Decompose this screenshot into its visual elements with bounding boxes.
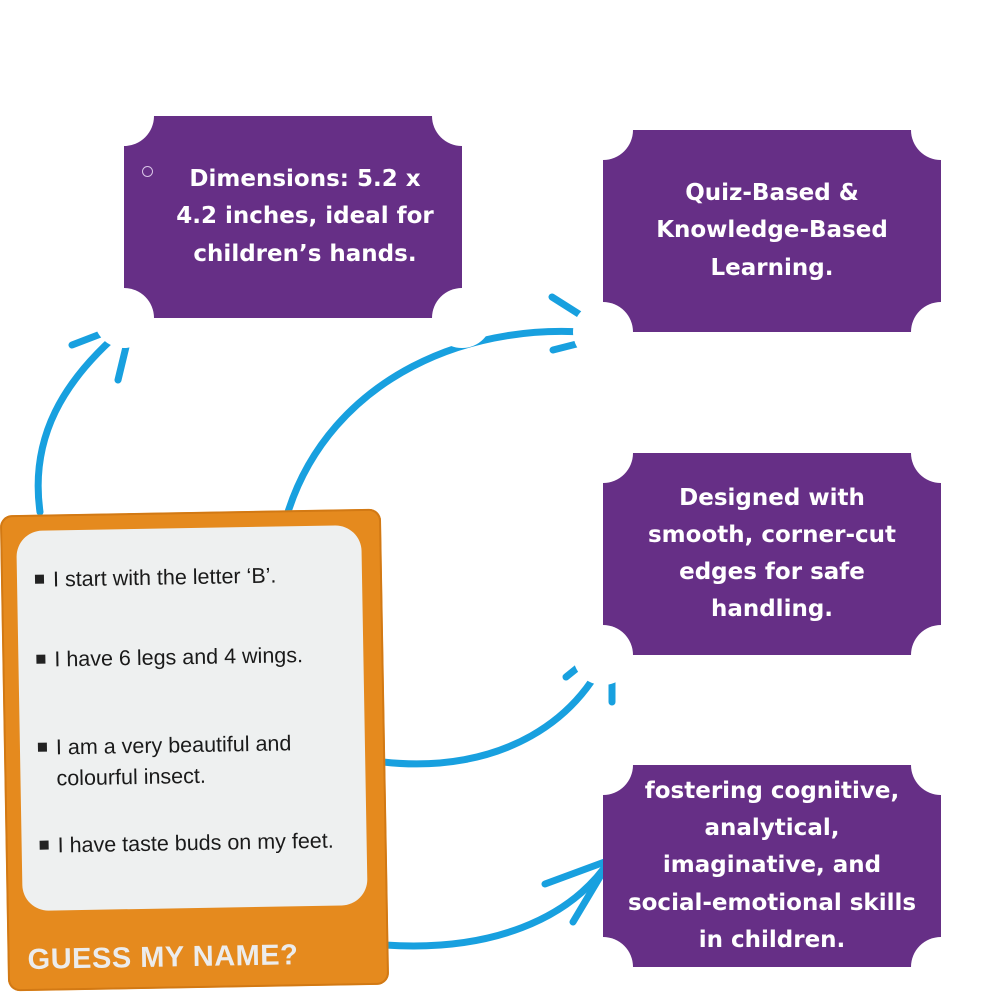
card-clue-panel: I start with the letter ‘B’. I have 6 le… [16, 525, 368, 912]
quiz-learning-text: Quiz-Based & Knowledge-Based Learning. [656, 180, 888, 281]
bullet-ring-icon [142, 166, 153, 177]
guess-card: I start with the letter ‘B’. I have 6 le… [0, 508, 390, 992]
design-text: Designed with smooth, corner-cut edges f… [647, 484, 896, 623]
arrow-to-quiz [284, 328, 616, 516]
design-box: Designed with smooth, corner-cut edges f… [573, 423, 971, 685]
clue-item: I am a very beautiful and colourful inse… [34, 727, 358, 795]
card-title: GUESS MY NAME? [27, 939, 299, 976]
clue-item: I have 6 legs and 4 wings. [32, 639, 355, 676]
skills-text: fostering cognitive, analytical, imagina… [627, 777, 917, 953]
arrow-to-skills [381, 856, 614, 950]
skills-box: fostering cognitive, analytical, imagina… [573, 735, 971, 997]
quiz-learning-box: Quiz-Based & Knowledge-Based Learning. [573, 100, 971, 362]
square-bullet-icon [37, 742, 48, 752]
square-bullet-icon [36, 654, 46, 664]
square-bullet-icon [39, 840, 49, 850]
dimensions-text: Dimensions: 5.2 x 4.2 inches, ideal for … [176, 166, 434, 267]
square-bullet-icon [34, 574, 45, 584]
clue-item: I start with the letter ‘B’. [31, 559, 354, 596]
clue-item: I have taste buds on my feet. [35, 825, 358, 862]
dimensions-box: Dimensions: 5.2 x 4.2 inches, ideal for … [94, 86, 492, 348]
arrow-to-dimensions [34, 318, 136, 516]
